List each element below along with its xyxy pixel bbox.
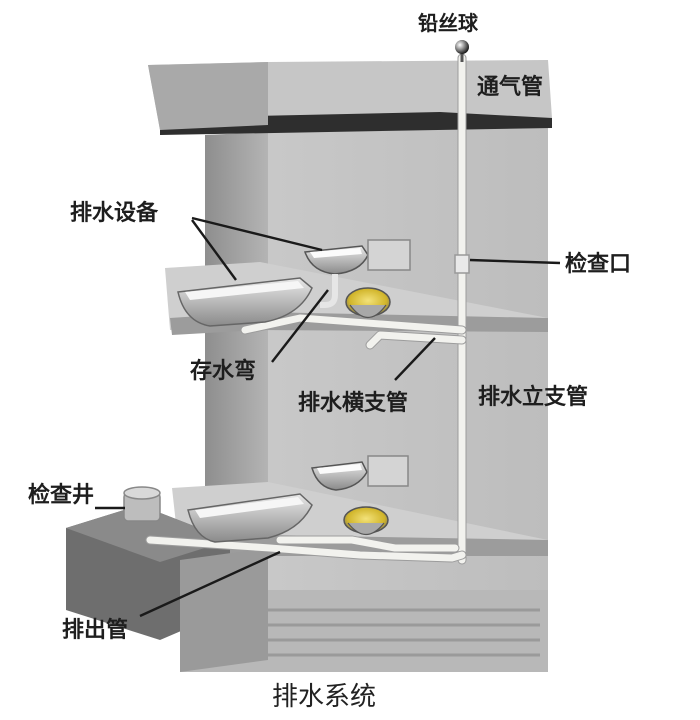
label-fixtures: 排水设备 <box>70 200 159 226</box>
label-outlet: 排出管 <box>62 617 128 643</box>
labels: 铅丝球 通气管 排水设备 检查口 存水弯 排水横支管 排水立支管 检查井 排出管… <box>28 11 631 712</box>
label-branch-pipe: 排水横支管 <box>298 390 408 416</box>
label-cleanout: 检查口 <box>565 251 631 277</box>
pipe-network <box>145 53 470 565</box>
label-lead-ball: 铅丝球 <box>418 11 479 35</box>
upper-trap <box>320 274 338 308</box>
upper-cistern-icon <box>367 239 411 271</box>
label-vent-pipe: 通气管 <box>477 74 543 100</box>
upper-fixtures <box>177 239 411 327</box>
leader-lines <box>95 216 561 618</box>
label-manhole: 检查井 <box>28 482 94 508</box>
building-structure <box>66 60 552 672</box>
outlet-pipe <box>146 536 466 562</box>
lead-ball-icon <box>455 40 469 54</box>
lower-cistern-icon <box>367 455 409 487</box>
cleanout-fitting <box>454 254 470 274</box>
diagram-caption: 排水系统 <box>272 682 376 712</box>
lower-fixtures <box>187 455 409 543</box>
label-trap: 存水弯 <box>190 358 256 384</box>
upper-branch-pipe <box>241 314 466 334</box>
label-stack: 排水立支管 <box>478 384 588 410</box>
